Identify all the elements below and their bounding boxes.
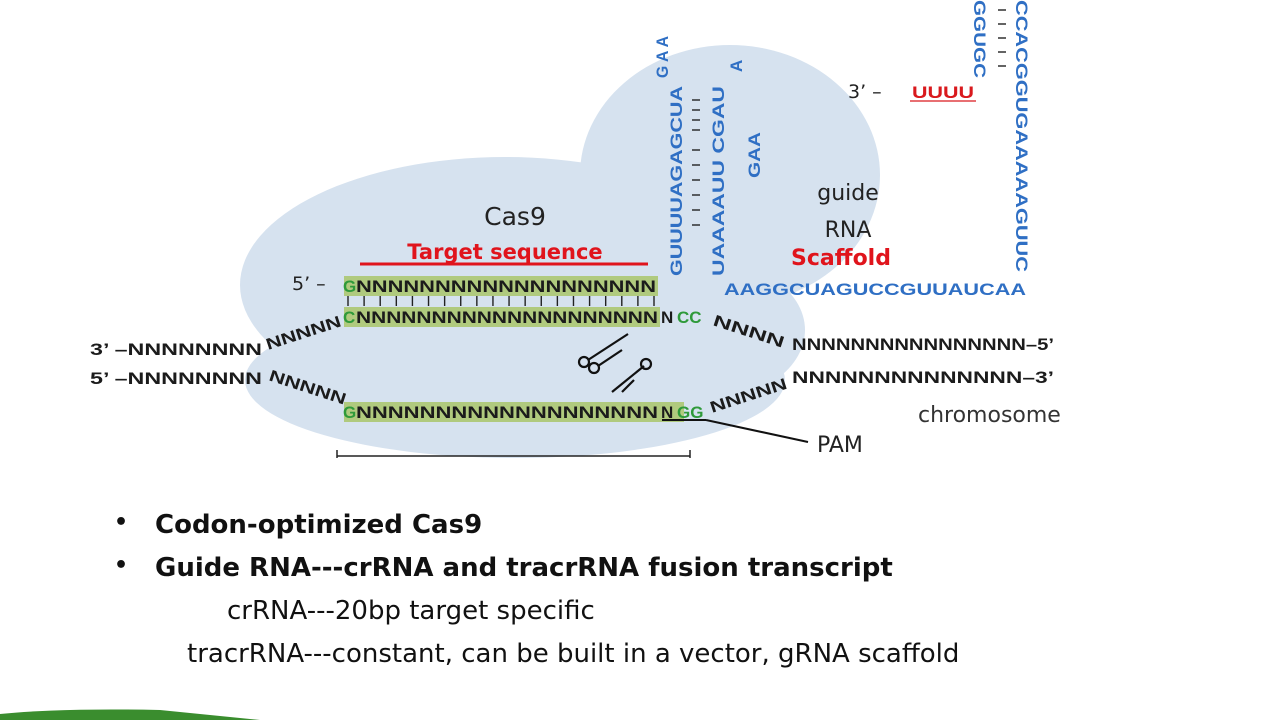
top-strand-middle: NNNNNNNNNNNNNNNNNNNN <box>356 308 658 327</box>
top-strand-cc-bases: CC <box>677 308 702 327</box>
top-strand-left: 3’ –NNNNNNNN <box>90 340 262 359</box>
stem-pairing-ticks-1 <box>692 99 700 226</box>
bullet-marker: • <box>114 553 129 578</box>
guide-5-prime-label: 5’ – <box>292 273 326 295</box>
cas9-label: Cas9 <box>484 202 546 231</box>
pam-label: PAM <box>817 433 863 458</box>
stem-left-column-2: UAAAAUU CGAU <box>709 86 728 276</box>
scaffold-bottom-sequence: AAGGCUAGUCCGUUAUCAA <box>724 280 1026 299</box>
target-sequence-label: Target sequence <box>407 240 602 264</box>
base-pair-ticks <box>347 296 655 306</box>
bottom-strand-n-base: N <box>661 403 673 422</box>
chromosome-label: chromosome <box>918 403 1061 428</box>
guide-3-prime-label: 3’ – <box>848 81 882 103</box>
stem-loop-side: A <box>727 60 746 72</box>
scaffold-label: Scaffold <box>791 246 891 271</box>
bottom-strand-gg-bases: GG <box>677 403 703 422</box>
bullet-text-guide-rna: Guide RNA---crRNA and tracrRNA fusion tr… <box>155 553 893 583</box>
bottom-strand-left: 5’ –NNNNNNNN <box>90 369 262 388</box>
scaffold-pairing-ticks <box>998 9 1006 67</box>
guide-3-tail: UUUU <box>912 83 974 102</box>
scaffold-right-column: CCACGGUGAAAAAGUUC <box>1012 0 1031 272</box>
pam-pointer-diagonal <box>705 419 809 443</box>
accent-bar <box>0 709 260 720</box>
bottom-strand-right: NNNNNNNNNNNNNN–3’ <box>792 368 1054 387</box>
bottom-strand-g-base: G <box>343 403 356 422</box>
top-strand-n-base: N <box>661 308 673 327</box>
stem-loop-top: G A A <box>653 36 672 78</box>
top-strand-right: NNNNNNNNNNNNNNNN–5’ <box>792 335 1054 354</box>
bullet-list: • Codon-optimized Cas9 • Guide RNA---crR… <box>0 500 1280 690</box>
scaffold-right-column-2: GGUGC <box>970 0 989 78</box>
stem-gaa: GAA <box>745 132 764 178</box>
guide-g-base: G <box>343 277 356 296</box>
top-strand-highlight <box>344 307 660 327</box>
bottom-strand-highlight <box>344 402 684 422</box>
bottom-strand-middle: NNNNNNNNNNNNNNNNNNN <box>356 403 658 422</box>
bullet-text-cas9: Codon-optimized Cas9 <box>155 510 483 540</box>
rna-label: RNA <box>825 218 872 243</box>
guide-spacer-highlight <box>344 276 658 296</box>
scissors-icon <box>577 333 653 393</box>
bullet-marker: • <box>114 510 129 535</box>
sub-line-tracrrna: tracrRNA---constant, can be built in a v… <box>187 639 960 669</box>
top-strand-c-base: C <box>343 308 355 327</box>
sub-line-crrna: crRNA---20bp target specific <box>227 596 595 626</box>
guide-label: guide <box>817 181 879 206</box>
guide-spacer-sequence: NNNNNNNNNNNNNNNNNNN <box>356 277 656 296</box>
stem-left-column-1: GUUUUAGAGCUA <box>667 86 686 276</box>
